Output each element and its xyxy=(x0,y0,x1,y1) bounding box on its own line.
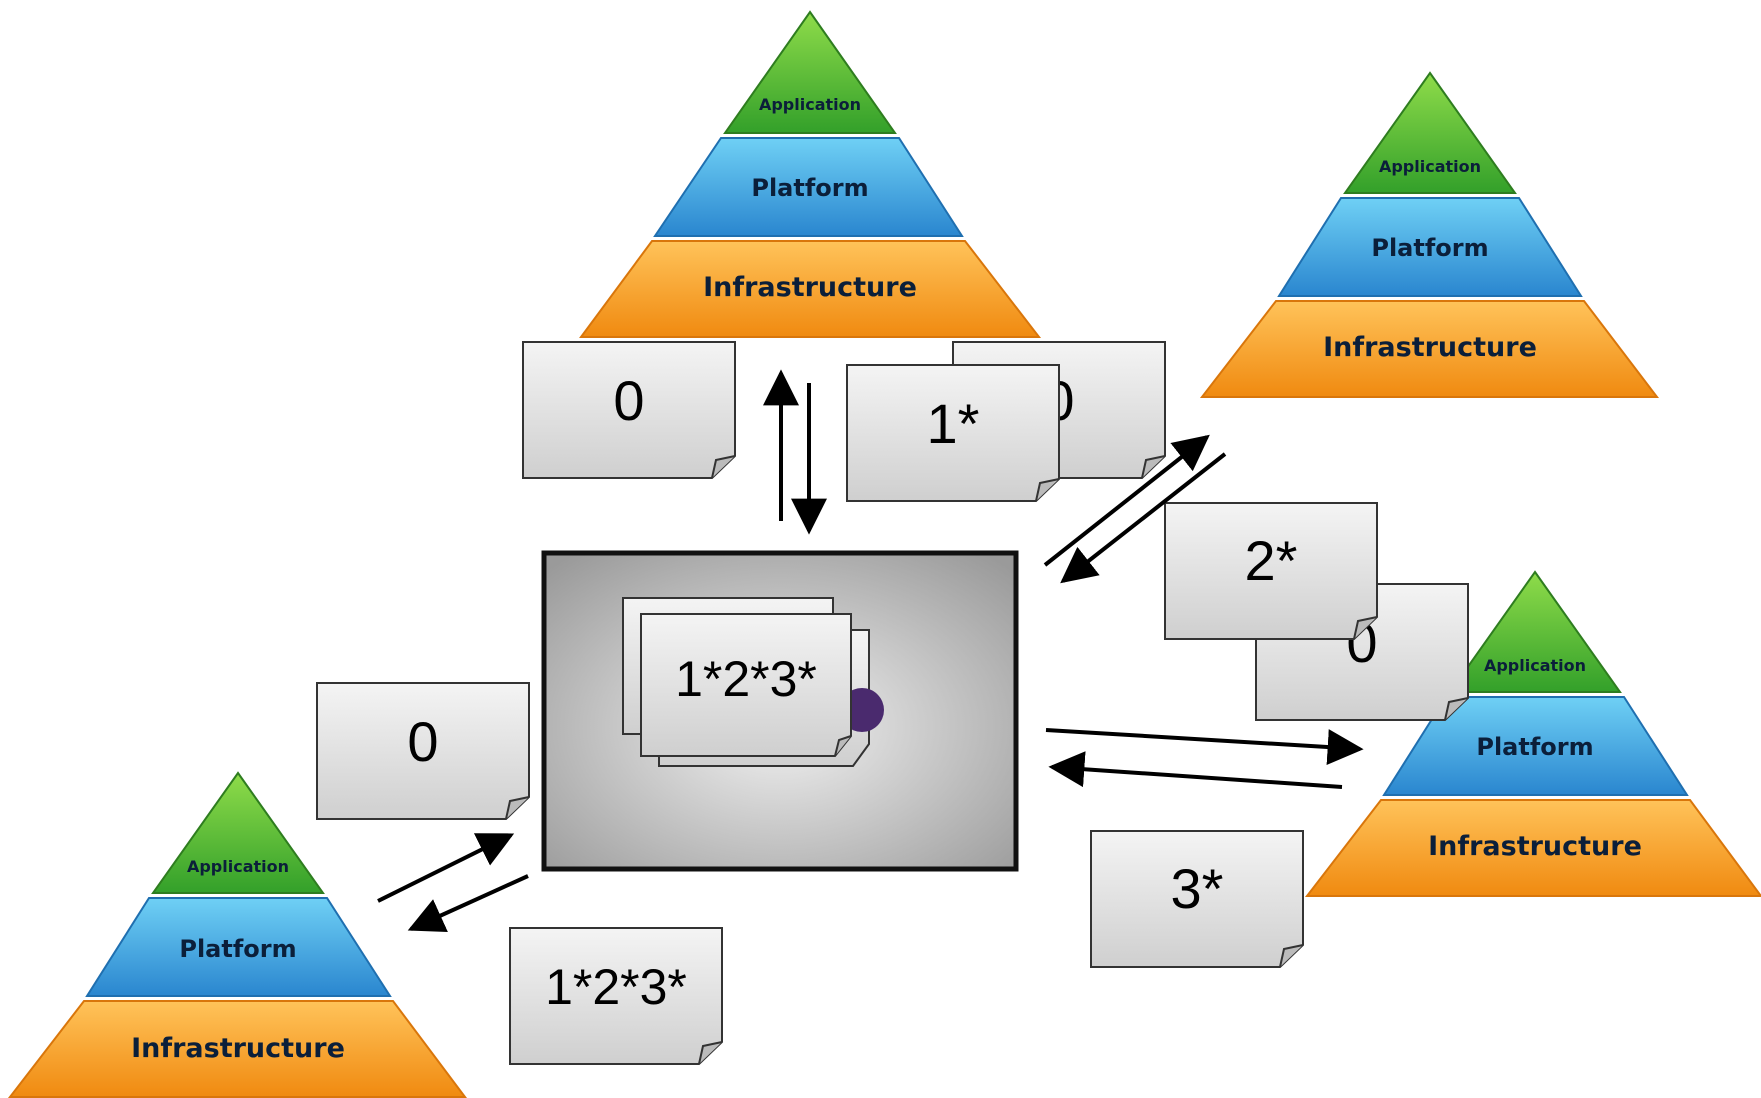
document-label: 0 xyxy=(613,369,644,432)
document-label: 0 xyxy=(407,710,438,773)
infrastructure-label: Infrastructure xyxy=(1428,831,1642,862)
platform-layer xyxy=(653,137,964,237)
document-top-one: 1* xyxy=(846,364,1060,502)
platform-label: Platform xyxy=(1476,733,1593,761)
platform-label: Platform xyxy=(751,174,868,202)
hub-document-label: 1*2*3* xyxy=(675,651,817,707)
infrastructure-layer xyxy=(579,240,1042,338)
document-label: 1*2*3* xyxy=(545,959,687,1015)
platform-layer xyxy=(1382,696,1689,796)
application-label: Application xyxy=(187,857,289,876)
application-layer xyxy=(1448,570,1622,693)
infrastructure-layer xyxy=(1199,300,1660,398)
application-layer xyxy=(1343,71,1517,194)
infrastructure-label: Infrastructure xyxy=(131,1033,345,1064)
pyramid-lower-right: Application Platform Infrastructure xyxy=(1304,570,1761,897)
arrow-from-lower-right-pyramid xyxy=(1048,751,1343,789)
application-label: Application xyxy=(759,95,861,114)
application-label: Application xyxy=(1379,157,1481,176)
hub-document-fold xyxy=(834,735,852,757)
document-label: 3* xyxy=(1171,857,1224,920)
infrastructure-layer xyxy=(7,1000,467,1098)
arrow-from-upper-right-pyramid xyxy=(1060,452,1227,584)
document-right-three: 3* xyxy=(1090,830,1304,968)
pyramid-top: Application Platform Infrastructure xyxy=(579,10,1042,338)
pyramid-lower-left: Application Platform Infrastructure xyxy=(7,771,467,1098)
arrow-to-lower-left-pyramid xyxy=(407,874,529,933)
platform-layer xyxy=(1277,197,1583,297)
platform-layer xyxy=(85,897,392,997)
arrow-to-hub-from-left xyxy=(377,833,515,903)
arrows xyxy=(377,369,1364,933)
document-bottom-merged: 1*2*3* xyxy=(509,927,723,1065)
infrastructure-layer xyxy=(1304,799,1761,897)
hub-document-stack: 1*2*3* xyxy=(622,597,884,767)
document-left-zero: 0 xyxy=(316,682,530,820)
pyramid-upper-right: Application Platform Infrastructure xyxy=(1199,71,1660,398)
platform-label: Platform xyxy=(1371,234,1488,262)
document-label: 1* xyxy=(927,392,980,455)
application-label: Application xyxy=(1484,656,1586,675)
arrow-to-upper-right-pyramid xyxy=(1043,434,1210,567)
application-layer xyxy=(151,771,325,894)
arrow-to-lower-right-pyramid xyxy=(1045,728,1364,766)
platform-label: Platform xyxy=(179,935,296,963)
document-top-left-zero: 0 xyxy=(522,341,736,479)
application-layer xyxy=(723,10,897,134)
infrastructure-label: Infrastructure xyxy=(1323,332,1537,363)
central-hub: 1*2*3* xyxy=(541,550,1019,872)
document-right-two: 2* xyxy=(1164,502,1378,640)
infrastructure-label: Infrastructure xyxy=(703,272,917,303)
document-label: 2* xyxy=(1245,529,1298,592)
